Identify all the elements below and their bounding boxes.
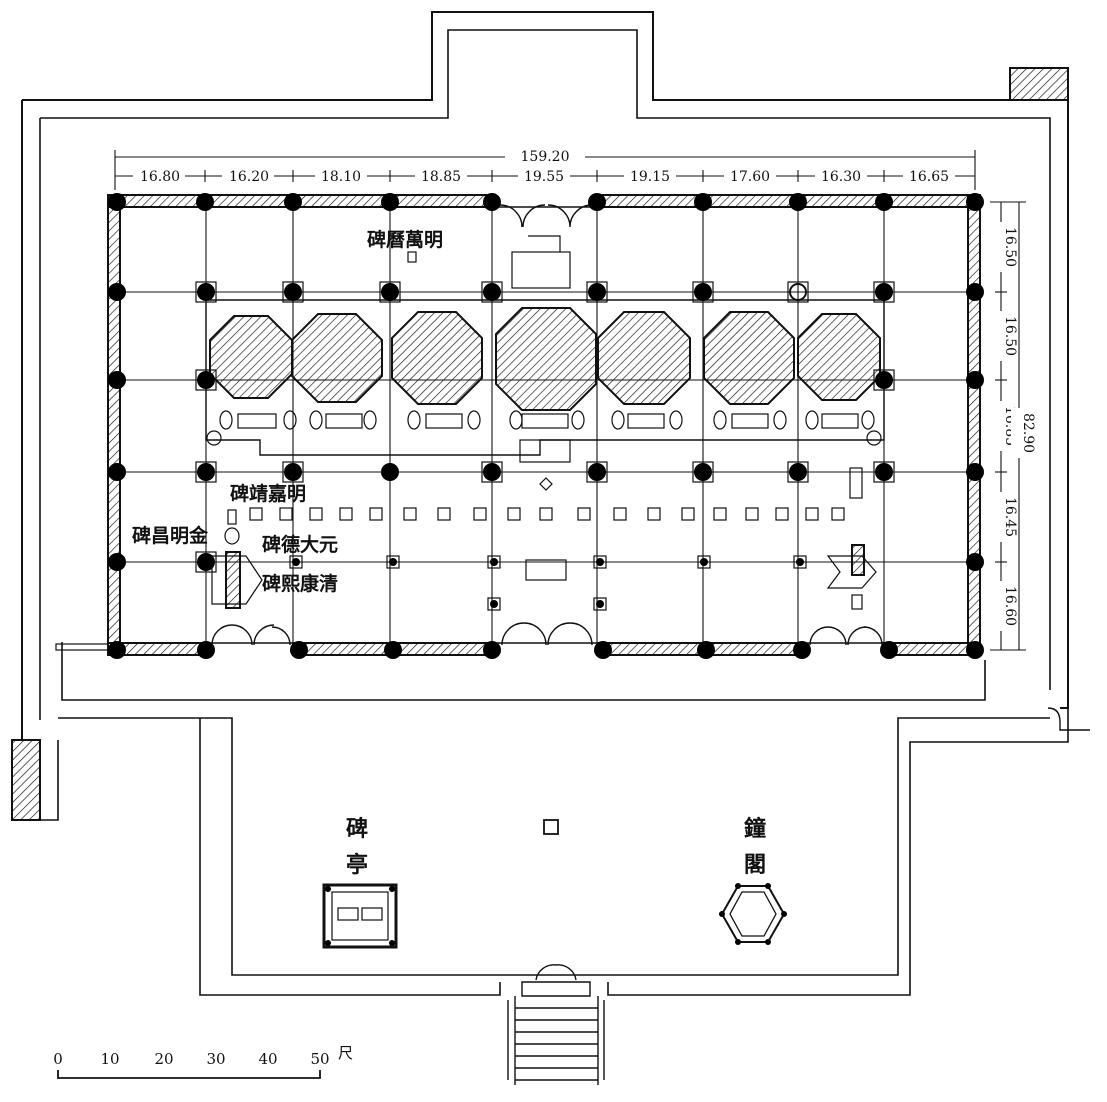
scale-tick-50: 50 bbox=[310, 1050, 329, 1068]
statue-bases bbox=[209, 307, 881, 411]
scale-tick-40: 40 bbox=[258, 1050, 277, 1068]
grid-lines bbox=[114, 200, 975, 650]
stele-label-qing: 碑熙康清 bbox=[262, 572, 338, 595]
scale-bar: 0 10 20 30 40 50 尺 bbox=[53, 1044, 353, 1079]
bay-width-label: 16.30 bbox=[821, 169, 861, 185]
bay-width-label: 19.55 bbox=[524, 169, 564, 185]
stele-pavilion-char-1: 碑 bbox=[346, 816, 368, 842]
scale-tick-20: 20 bbox=[154, 1050, 173, 1068]
hall-walls bbox=[55, 194, 981, 656]
altar-tables bbox=[206, 235, 882, 491]
bay-width-label: 19.15 bbox=[630, 169, 670, 185]
entrance-stairs bbox=[507, 964, 605, 1085]
bay-depth-label: 16.60 bbox=[1002, 586, 1018, 626]
terrace bbox=[39, 642, 1090, 996]
scale-unit: 尺 bbox=[338, 1044, 353, 1062]
overall-width-label: 159.20 bbox=[521, 149, 570, 165]
bay-depth-label: 16.50 bbox=[1002, 316, 1018, 356]
stele-label-jin: 碑昌明金 bbox=[132, 524, 209, 547]
scale-tick-30: 30 bbox=[206, 1050, 225, 1068]
bay-depth-label: 16.50 bbox=[1002, 227, 1018, 267]
columns bbox=[108, 193, 984, 659]
bay-width-label: 16.80 bbox=[140, 169, 180, 185]
bell-tower-char-2: 閣 bbox=[744, 852, 766, 878]
stele-pavilion: 碑 亭 bbox=[322, 816, 398, 949]
bay-depth-label: 16.45 bbox=[1002, 497, 1018, 537]
bay-width-label: 18.10 bbox=[321, 169, 361, 185]
bay-width-label: 16.65 bbox=[909, 169, 949, 185]
outer-enclosure bbox=[11, 11, 1069, 821]
doors bbox=[211, 204, 883, 646]
altar-platform bbox=[205, 299, 885, 456]
stele-markers bbox=[211, 251, 877, 610]
stele-label-jiajing: 碑靖嘉明 bbox=[230, 482, 306, 505]
bay-width-label: 18.85 bbox=[421, 169, 461, 185]
bay-width-label: 16.20 bbox=[229, 169, 269, 185]
offering-stands bbox=[249, 507, 845, 581]
depth-labels: 16.50 16.50 16.85 16.45 16.60 82.90 bbox=[993, 222, 1036, 631]
bell-tower-char-1: 鐘 bbox=[744, 816, 766, 842]
stele-pavilion-char-2: 亭 bbox=[346, 852, 368, 878]
stele-label-yuan: 碑德大元 bbox=[262, 533, 338, 556]
column-bases bbox=[195, 281, 895, 611]
incense-burner bbox=[543, 819, 559, 835]
scale-tick-0: 0 bbox=[53, 1050, 63, 1068]
width-labels: 159.20 16.80 16.20 18.10 18.85 19.55 19.… bbox=[133, 147, 955, 185]
stele-label-wanli: 碑曆萬明 bbox=[367, 228, 443, 251]
overall-depth-label: 82.90 bbox=[1020, 413, 1036, 453]
bell-tower: 鐘 閣 bbox=[719, 816, 787, 945]
bay-width-label: 17.60 bbox=[730, 169, 770, 185]
scale-tick-10: 10 bbox=[100, 1050, 119, 1068]
